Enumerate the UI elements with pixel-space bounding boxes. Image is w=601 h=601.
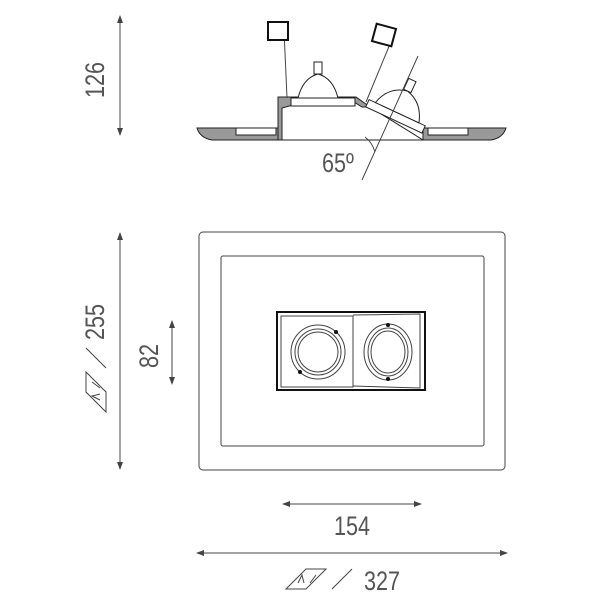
left-driver-box-icon (267, 21, 289, 41)
side-height-label: 126 (81, 62, 111, 98)
plan-view: 255 82 154 327 (81, 231, 508, 597)
inner-cutout (220, 255, 485, 447)
side-view: 126 65º (81, 15, 507, 181)
left-lamp-ring-icon (290, 324, 346, 380)
right-driver-box-icon (370, 22, 398, 48)
module-height-label: 82 (135, 344, 165, 368)
lamp-module (276, 311, 426, 391)
angle-arc (364, 136, 376, 153)
overall-width-label: 327 (364, 567, 400, 597)
fire-rated-symbol-icon (284, 568, 353, 590)
outer-trim (198, 231, 506, 471)
right-lamp-ring-icon (363, 323, 413, 381)
tilt-axis-line (361, 55, 419, 181)
plan-height-label: 255 (81, 304, 111, 340)
left-lamp (297, 73, 339, 99)
fire-rated-symbol-icon (85, 347, 107, 414)
tilt-angle-label: 65º (322, 149, 354, 179)
module-width-label: 154 (334, 512, 370, 542)
left-lamp-frame (290, 97, 356, 107)
